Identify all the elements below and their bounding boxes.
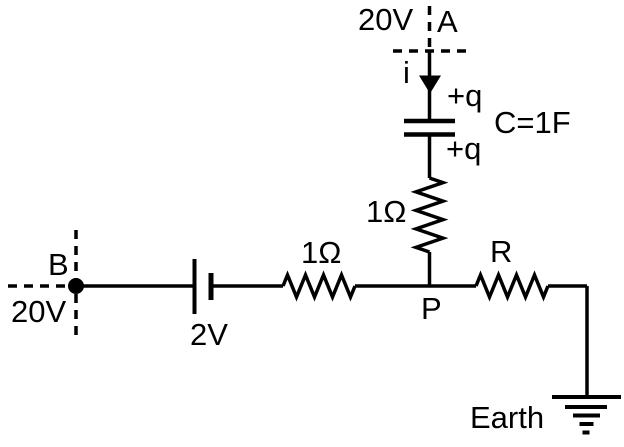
battery-symbol — [192, 259, 214, 314]
node-b-label: B — [48, 247, 69, 282]
resistor-left-label: 1Ω — [301, 235, 342, 270]
current-direction-arrow-icon — [419, 75, 441, 94]
current-label: i — [403, 55, 410, 90]
resistor-vertical-zigzag — [410, 176, 449, 254]
earth-label: Earth — [470, 400, 545, 435]
capacitor-value-label: C=1F — [494, 105, 571, 140]
node-p-label: P — [421, 291, 442, 326]
charge-bottom-label: +q — [446, 131, 482, 166]
node-a-label: A — [437, 4, 458, 39]
resistor-right-label: R — [490, 234, 513, 269]
main-wire — [76, 284, 589, 395]
resistor-vertical-label: 1Ω — [366, 194, 407, 229]
capacitor-symbol — [404, 118, 455, 137]
earth-ground-icon — [552, 395, 621, 435]
node-b-dot — [68, 278, 84, 294]
resistor-left-zigzag — [281, 270, 357, 302]
node-b-voltage-label: 20V — [11, 294, 67, 329]
battery-value-label: 2V — [190, 317, 228, 352]
node-a-voltage-label: 20V — [358, 2, 414, 37]
resistor-right-zigzag — [474, 270, 550, 302]
charge-top-label: +q — [447, 78, 483, 113]
